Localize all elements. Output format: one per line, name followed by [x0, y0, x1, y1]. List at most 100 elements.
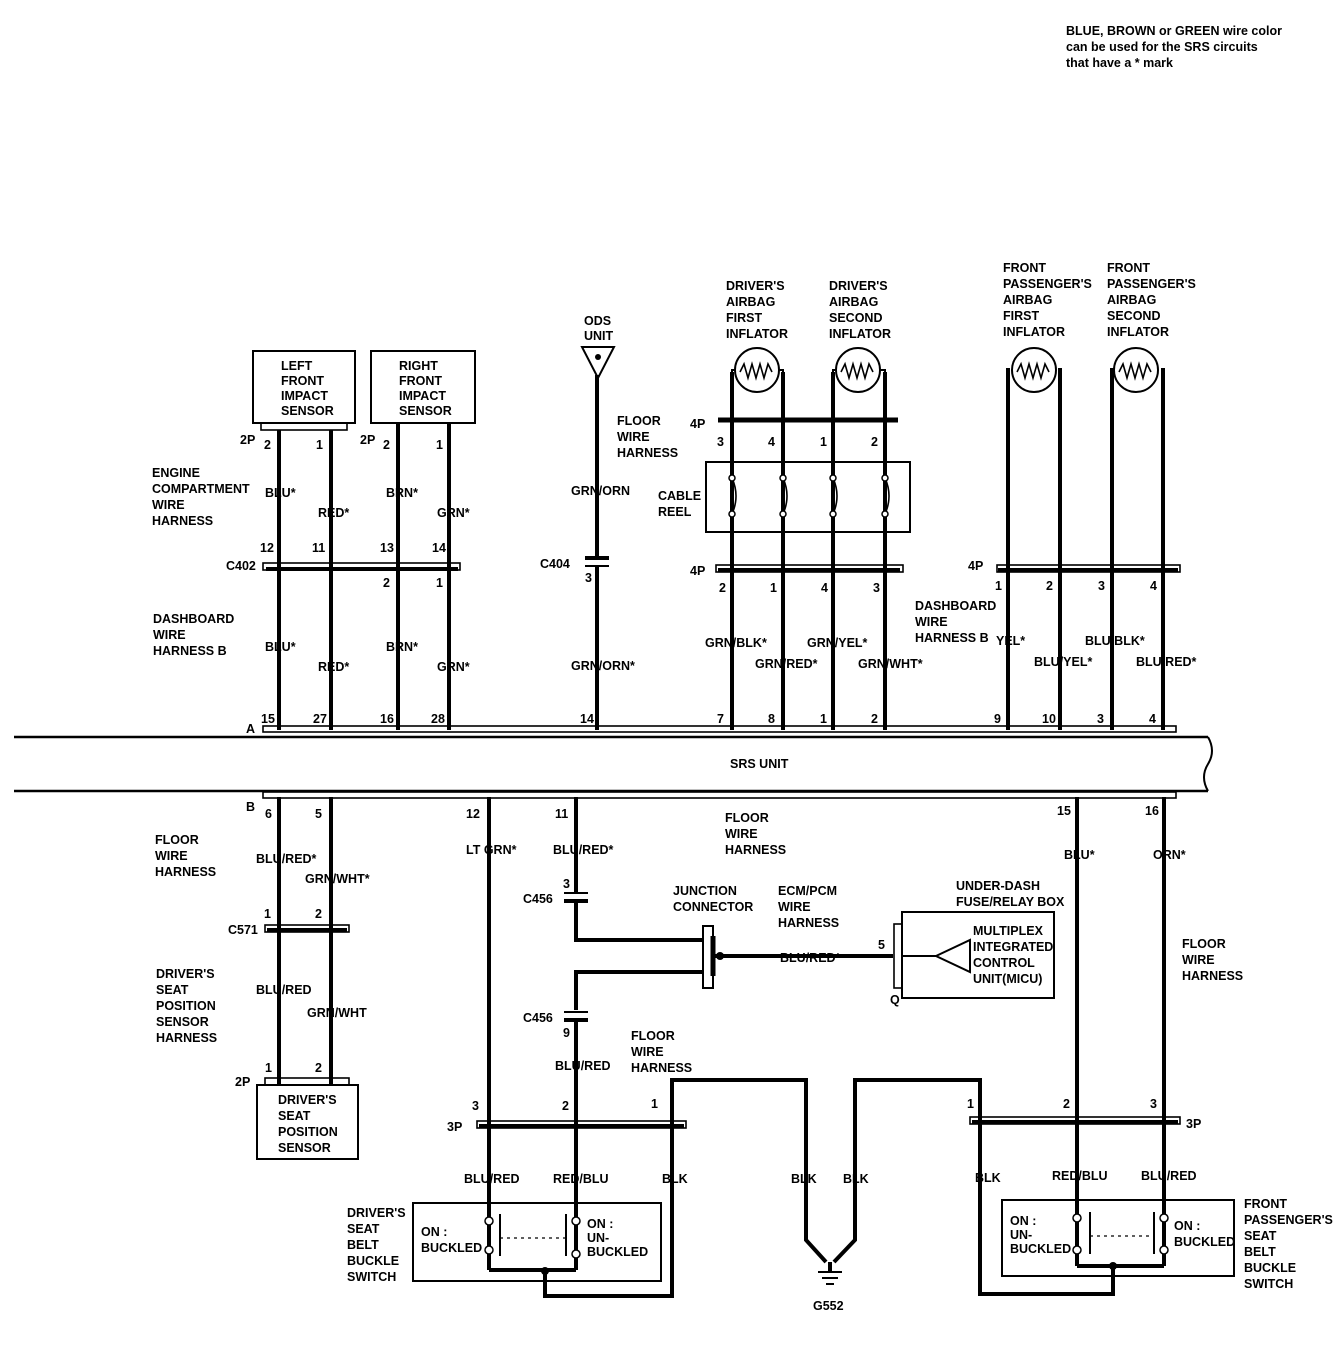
connector-2p-seat-label: 2P [235, 1075, 250, 1089]
cable-reel-label: CABLE REEL [658, 489, 705, 519]
wire-label: RED/BLU [553, 1172, 609, 1186]
pin: 2 [871, 712, 878, 726]
wire-label: BRN* [386, 640, 418, 654]
pin: 12 [466, 807, 480, 821]
pin: 9 [994, 712, 1001, 726]
wire-label: GRN/WHT [307, 1006, 367, 1020]
connector-3p-passenger [969, 1116, 1181, 1125]
wire-label: BLU* [1064, 848, 1095, 862]
pin: 1 [820, 712, 827, 726]
passenger-first-inflator-symbol [1011, 347, 1057, 393]
pin: 2 [719, 581, 726, 595]
pin: 13 [380, 541, 394, 555]
pin: 27 [313, 712, 327, 726]
pin: 14 [432, 541, 446, 555]
wire-label: BLU/RED* [256, 852, 317, 866]
connector-4p-mid [715, 564, 904, 573]
floor-right-label: FLOOR WIRE HARNESS [1182, 937, 1243, 983]
pin: 2 [1046, 579, 1053, 593]
srs-unit-label: SRS UNIT [730, 757, 789, 771]
wire-label: BRN* [386, 486, 418, 500]
wire-label: LT GRN* [466, 843, 517, 857]
driver-buckle-switch-box [412, 1202, 662, 1282]
wire-label: GRN* [437, 660, 470, 674]
driver-second-inflator-symbol [832, 347, 886, 418]
ground-symbol [818, 1271, 842, 1285]
pin: 4 [1149, 712, 1156, 726]
connector-c402-label: C402 [226, 559, 256, 573]
pin: 2 [383, 576, 390, 590]
note-line-3: that have a * mark [1066, 56, 1173, 70]
pin: 5 [878, 938, 885, 952]
driver-switch-buckled-label: ON : BUCKLED [421, 1225, 482, 1255]
pin: 3 [585, 571, 592, 585]
junction-connector-symbol [702, 925, 724, 989]
right-front-impact-sensor-box [370, 350, 476, 424]
connector-c456-top-label: C456 [523, 892, 553, 906]
pin: 10 [1042, 712, 1056, 726]
wire-label: BLU/RED [555, 1059, 611, 1073]
connector-c404-label: C404 [540, 557, 570, 571]
pin: 2 [383, 438, 390, 452]
note-line-1: BLUE, BROWN or GREEN wire color [1066, 24, 1282, 38]
wire-label: BLK [843, 1172, 869, 1186]
wire-label: GRN* [437, 506, 470, 520]
connector-c456-bottom-label: C456 [523, 1011, 553, 1025]
wire-label: RED* [318, 660, 349, 674]
wire-label: GRN/RED* [755, 657, 818, 671]
wire-label: BLU/RED [1141, 1169, 1197, 1183]
connector-4p-top-label: 4P [690, 417, 705, 431]
pin: 15 [1057, 804, 1071, 818]
pin: 16 [1145, 804, 1159, 818]
pin: 2 [315, 1061, 322, 1075]
connector-q-label: Q [890, 993, 900, 1007]
connector-c571-label: C571 [228, 923, 258, 937]
pin: 1 [265, 1061, 272, 1075]
wire-label: BLU* [265, 640, 296, 654]
ods-unit-symbol [580, 346, 616, 381]
wire-label: GRN/YEL* [807, 636, 868, 650]
wire-label: BLK [791, 1172, 817, 1186]
pin: 15 [261, 712, 275, 726]
connector-4p-pass [996, 564, 1181, 573]
wire-label: GRN/WHT* [305, 872, 370, 886]
passenger-second-inflator-symbol [1113, 347, 1159, 393]
srs-unit-body [14, 725, 1213, 799]
left-sensor-label: LEFT FRONT IMPACT SENSOR [281, 359, 334, 418]
dash-b-left-label: DASHBOARD WIRE HARNESS B [153, 612, 238, 658]
passenger-second-inflator-label: FRONT PASSENGER'S AIRBAG SECOND INFLATOR [1107, 261, 1199, 339]
driver-buckle-label: DRIVER'S SEAT BELT BUCKLE SWITCH [347, 1206, 409, 1284]
micu-label: MULTIPLEX INTEGRATED CONTROL UNIT(MICU) [973, 924, 1057, 986]
connector-3p-driver [476, 1120, 687, 1129]
connector-a-label: A [246, 722, 255, 736]
pin: 2 [315, 907, 322, 921]
wire-label: BLU/YEL* [1034, 655, 1092, 669]
driver-seat-position-sensor-box [256, 1084, 359, 1160]
passenger-buckle-switch-box [1001, 1199, 1235, 1277]
connector-c456-top [564, 892, 588, 903]
connector-3p-passenger-label: 3P [1186, 1117, 1201, 1131]
passenger-switch-buckled-label: ON : BUCKLED [1174, 1219, 1235, 1249]
wire-label: BLU/RED [464, 1172, 520, 1186]
pin: 6 [265, 807, 272, 821]
pin: 1 [651, 1097, 658, 1111]
pin: 14 [580, 712, 594, 726]
pin: 1 [967, 1097, 974, 1111]
seat-sensor-label: DRIVER'S SEAT POSITION SENSOR [278, 1093, 341, 1155]
pin: 11 [312, 541, 325, 555]
wire-label: BLU/RED* [1136, 655, 1197, 669]
cable-reel-box [705, 461, 911, 533]
pin: 3 [717, 435, 724, 449]
connector-2p-right-label: 2P [360, 433, 375, 447]
floor-bottom-label: FLOOR WIRE HARNESS [631, 1029, 692, 1075]
floor-mid-label: FLOOR WIRE HARNESS [725, 811, 786, 857]
driver-first-inflator-symbol [731, 347, 784, 418]
pin: 3 [563, 877, 570, 891]
wire-group-front-impact [277, 423, 451, 730]
passenger-switch-unbuckled-label: ON : UN- BUCKLED [1010, 1214, 1071, 1256]
wire-label: BLU/RED [256, 983, 312, 997]
wire-label: YEL* [996, 634, 1025, 648]
pin: 28 [431, 712, 445, 726]
dash-b-right-label: DASHBOARD WIRE HARNESS B [915, 599, 1000, 645]
pin: 3 [1097, 712, 1104, 726]
